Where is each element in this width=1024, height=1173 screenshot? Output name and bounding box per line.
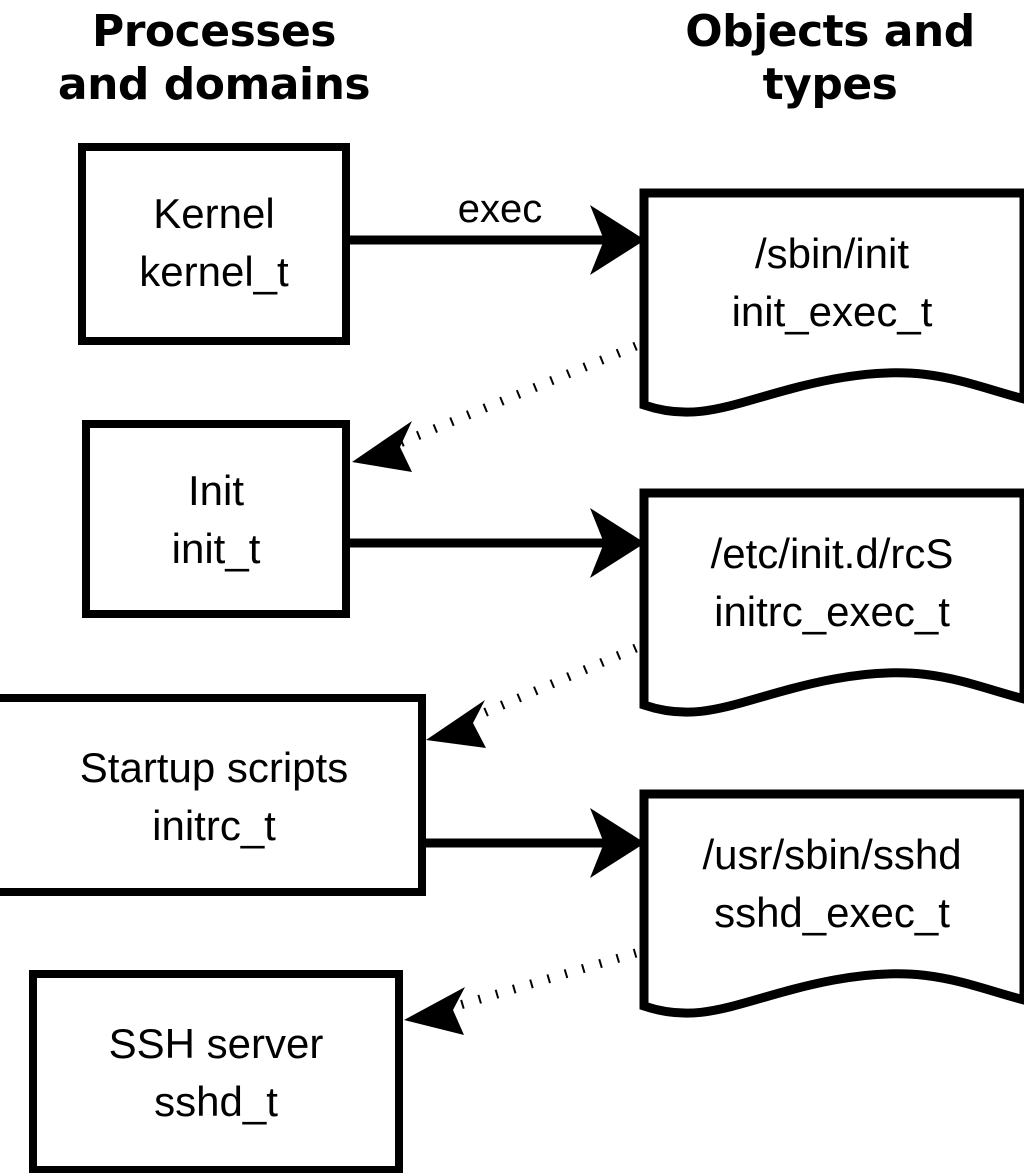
node-init[interactable]: Init init_t (82, 420, 350, 618)
column-title-objects-line1: Objects and (685, 6, 974, 57)
node-sshd-line1: SSH server (109, 1020, 324, 1067)
node-initrc[interactable]: Startup scripts initrc_t (0, 694, 426, 896)
node-kernel-box[interactable] (78, 143, 350, 345)
node-sshd_exec-line2: sshd_exec_t (714, 889, 950, 936)
edge-sshd_exec-transition-sshd (404, 948, 638, 1035)
node-initrc_exec-line2: initrc_exec_t (714, 588, 950, 635)
node-init-line1: Init (188, 467, 244, 514)
arrow-head-icon (590, 808, 645, 878)
node-init_exec-file-shape[interactable] (639, 188, 1024, 417)
node-init_exec[interactable]: /sbin/init init_exec_t (639, 188, 1024, 417)
node-initrc_exec-file-shape[interactable] (639, 488, 1024, 717)
node-kernel-line2: kernel_t (139, 248, 289, 295)
node-sshd[interactable]: SSH server sshd_t (29, 970, 403, 1173)
arrow-head-icon (426, 700, 486, 748)
column-title-objects-line2: types (763, 59, 898, 110)
column-title-processes: Processes and domains (58, 6, 371, 110)
node-initrc-line2: initrc_t (152, 802, 276, 849)
node-init-box[interactable] (82, 420, 350, 618)
node-initrc-line1: Startup scripts (80, 744, 348, 791)
node-sshd_exec[interactable]: /usr/sbin/sshd sshd_exec_t (639, 789, 1024, 1018)
node-sshd-line2: sshd_t (154, 1078, 278, 1125)
node-init_exec-line2: init_exec_t (732, 288, 933, 335)
node-sshd_exec-line1: /usr/sbin/sshd (702, 831, 961, 878)
edge-initrc_exec-transition-initrc (426, 643, 638, 748)
edge-init-exec-initrc_exec (350, 508, 645, 578)
edge-kernel-exec-init_exec: exec (350, 187, 645, 275)
node-init_exec-line1: /sbin/init (755, 230, 909, 277)
arrow-head-icon (590, 508, 645, 578)
edge-label-exec: exec (458, 187, 543, 231)
edge-line (458, 948, 638, 1010)
edge-init_exec-transition-init (352, 341, 638, 472)
node-initrc_exec[interactable]: /etc/init.d/rcS initrc_exec_t (639, 488, 1024, 717)
node-initrc-box[interactable] (0, 694, 426, 896)
column-title-processes-line1: Processes (92, 6, 336, 57)
node-initrc_exec-line1: /etc/init.d/rcS (711, 530, 954, 577)
arrow-head-icon (404, 987, 465, 1035)
node-init-line2: init_t (172, 525, 261, 572)
node-kernel-line1: Kernel (153, 190, 274, 237)
node-kernel[interactable]: Kernel kernel_t (78, 143, 350, 345)
node-sshd_exec-file-shape[interactable] (639, 789, 1024, 1018)
column-title-objects: Objects and types (685, 6, 975, 110)
edge-initrc-exec-sshd_exec (426, 808, 645, 878)
arrow-head-icon (352, 421, 412, 472)
node-sshd-box[interactable] (29, 970, 403, 1173)
edge-line (470, 643, 638, 723)
column-title-processes-line2: and domains (58, 59, 370, 110)
edge-line (398, 341, 638, 448)
arrow-head-icon (590, 205, 645, 275)
